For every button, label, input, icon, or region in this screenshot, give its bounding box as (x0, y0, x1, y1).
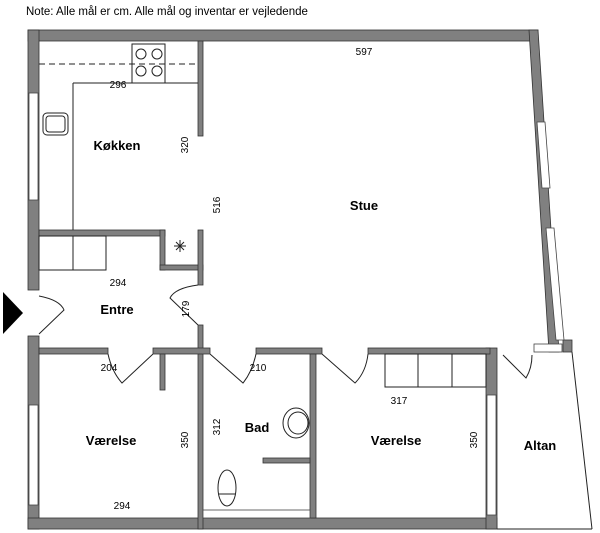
dim-bedroom2-width: 317 (391, 396, 408, 407)
dim-bath-top: 210 (250, 363, 267, 374)
dim-hall-width: 294 (110, 278, 127, 289)
dim-bedroom1-top: 204 (101, 363, 118, 374)
wardrobe-hall (38, 235, 107, 271)
dim-kitchen-width: 296 (110, 80, 127, 91)
room-label-bath: Bad (245, 420, 270, 435)
dim-hall-depth: 179 (181, 300, 192, 317)
entrance-arrow-icon (3, 292, 23, 334)
plan-note: Note: Alle mål er cm. Alle mål og invent… (26, 6, 308, 18)
room-label-bedroom-1: Værelse (86, 433, 137, 448)
wardrobe-bedroom2 (384, 353, 487, 388)
room-label-living: Stue (350, 198, 378, 213)
dim-bath-depth: 312 (212, 418, 223, 435)
room-label-balcony: Altan (524, 438, 557, 453)
room-label-bedroom-2: Værelse (371, 433, 422, 448)
washbasin-icon (282, 407, 310, 439)
windows (28, 92, 565, 519)
kitchen-counter (39, 43, 198, 230)
dim-bedroom2-depth: 350 (469, 431, 480, 448)
room-label-hall: Entre (100, 302, 133, 317)
sink-icon (42, 112, 69, 136)
dim-kitchen-depth: 320 (180, 136, 191, 153)
dim-bedroom1-width: 294 (114, 501, 131, 512)
room-label-kitchen: Køkken (94, 138, 141, 153)
doors (38, 284, 533, 384)
balcony-outline (497, 351, 593, 530)
dim-living-depth: 516 (212, 196, 223, 213)
ventilation-icon (174, 240, 186, 252)
dim-bedroom1-depth: 350 (180, 431, 191, 448)
toilet-icon (217, 469, 237, 507)
dim-living-width: 597 (356, 47, 373, 58)
stove-icon (135, 48, 163, 77)
